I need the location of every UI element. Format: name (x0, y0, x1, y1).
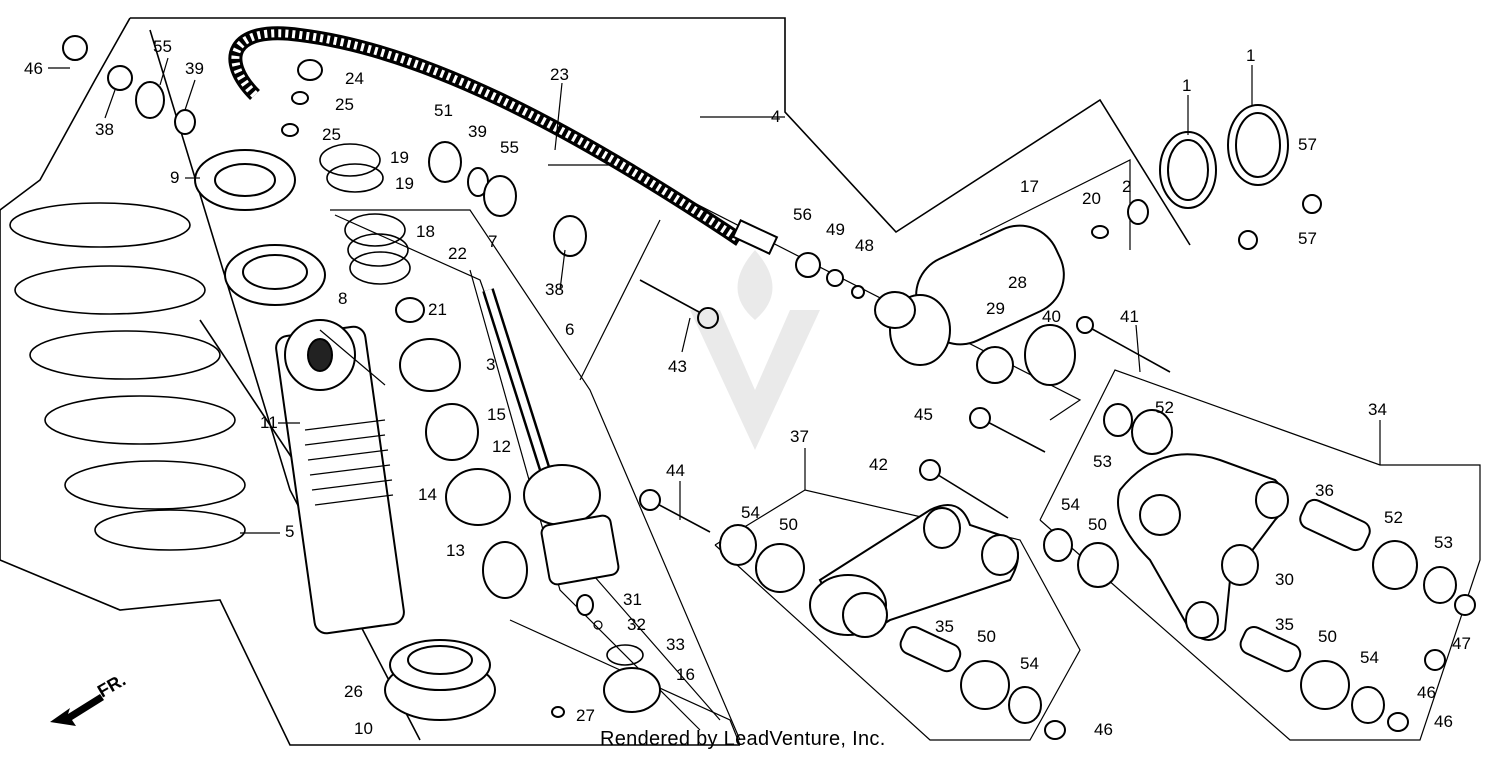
spring-seat (384, 639, 496, 721)
callout-50-a: 50 (779, 515, 798, 534)
callout-11: 11 (260, 413, 278, 432)
callout-21: 21 (428, 300, 447, 319)
callout-25-a: 25 (335, 95, 354, 114)
callout-52-b: 52 (1384, 508, 1403, 527)
callout-34: 34 (1368, 400, 1387, 419)
callout-56: 56 (793, 205, 812, 224)
callout-36: 36 (1315, 481, 1334, 500)
shock-link (809, 504, 1019, 638)
rendered-by-caption: Rendered by LeadVenture, Inc. (600, 728, 886, 750)
shock-spring (9, 202, 246, 551)
callout-35-a: 35 (935, 617, 954, 636)
callout-15: 15 (487, 405, 506, 424)
callout-8: 8 (338, 289, 347, 308)
callout-48: 48 (855, 236, 874, 255)
callout-41: 41 (1120, 307, 1139, 326)
callout-17: 17 (1020, 177, 1039, 196)
callout-6: 6 (565, 320, 574, 339)
callout-52-a: 52 (1155, 398, 1174, 417)
callout-47: 47 (1452, 634, 1471, 653)
callout-38: 38 (95, 120, 114, 139)
callout-27: 27 (576, 706, 595, 725)
arrow-icon (50, 694, 104, 726)
callout-5: 5 (285, 522, 294, 541)
adjuster-nut (224, 244, 326, 306)
callout-50-b: 50 (977, 627, 996, 646)
shock-body (275, 319, 405, 635)
callout-46-d: 46 (1434, 712, 1453, 731)
callout-45: 45 (914, 405, 933, 424)
callout-37: 37 (790, 427, 809, 446)
callout-3: 3 (486, 355, 495, 374)
callouts: 46 55 39 38 9 24 25 25 23 51 39 55 4 19 … (24, 37, 1471, 739)
callout-46-top: 46 (24, 59, 43, 78)
callout-18: 18 (416, 222, 435, 241)
callout-39-b: 39 (468, 122, 487, 141)
callout-22: 22 (448, 244, 467, 263)
leader-lines (48, 57, 1381, 534)
callout-16: 16 (676, 665, 695, 684)
callout-24: 24 (345, 69, 364, 88)
callout-54-b: 54 (1020, 654, 1039, 673)
callout-14: 14 (418, 485, 437, 504)
callout-29: 29 (986, 299, 1005, 318)
callout-20: 20 (1082, 189, 1101, 208)
callout-50-c: 50 (1088, 515, 1107, 534)
callout-25-b: 25 (322, 125, 341, 144)
callout-54-c: 54 (1061, 495, 1080, 514)
callout-35-b: 35 (1275, 615, 1294, 634)
callout-1-b: 1 (1246, 46, 1255, 65)
stopper-rings (319, 143, 411, 285)
callout-31: 31 (623, 590, 642, 609)
callout-49: 49 (826, 220, 845, 239)
callout-19-b: 19 (395, 174, 414, 193)
callout-12: 12 (492, 437, 511, 456)
callout-28: 28 (1008, 273, 1027, 292)
callout-13: 13 (446, 541, 465, 560)
callout-57-a: 57 (1298, 135, 1317, 154)
callout-55: 55 (153, 37, 172, 56)
damper-parts (395, 297, 661, 718)
callout-32: 32 (627, 615, 646, 634)
callout-2: 2 (1122, 177, 1131, 196)
callout-57-b: 57 (1298, 229, 1317, 248)
callout-42: 42 (869, 455, 888, 474)
callout-23: 23 (550, 65, 569, 84)
callout-19-a: 19 (390, 148, 409, 167)
bearings (719, 403, 1476, 740)
callout-40: 40 (1042, 307, 1061, 326)
callout-53-a: 53 (1093, 452, 1112, 471)
callout-1-a: 1 (1182, 76, 1191, 95)
callout-43: 43 (668, 357, 687, 376)
callout-54-a: 54 (741, 503, 760, 522)
callout-44: 44 (666, 461, 685, 480)
shock-arm (1117, 453, 1289, 641)
callout-9: 9 (170, 168, 179, 187)
callout-53-b: 53 (1434, 533, 1453, 552)
damper-rod (482, 288, 620, 586)
callout-7: 7 (488, 232, 497, 251)
callout-38-b: 38 (545, 280, 564, 299)
reservoir-hose (228, 26, 779, 255)
callout-46-b: 46 (1094, 720, 1113, 739)
lock-nut (194, 149, 296, 211)
bushing-upper (62, 35, 587, 257)
watermark-logo (680, 250, 830, 460)
reservoir (795, 199, 1149, 386)
callout-54-d: 54 (1360, 648, 1379, 667)
front-direction-arrow: FR. (40, 670, 150, 735)
callout-39: 39 (185, 59, 204, 78)
callout-46-c: 46 (1417, 683, 1436, 702)
callout-50-d: 50 (1318, 627, 1337, 646)
callout-33: 33 (666, 635, 685, 654)
callout-30: 30 (1275, 570, 1294, 589)
reservoir-clamps (1159, 104, 1322, 250)
callout-55-b: 55 (500, 138, 519, 157)
callout-10: 10 (354, 719, 373, 738)
callout-26: 26 (344, 682, 363, 701)
callout-51: 51 (434, 101, 453, 120)
